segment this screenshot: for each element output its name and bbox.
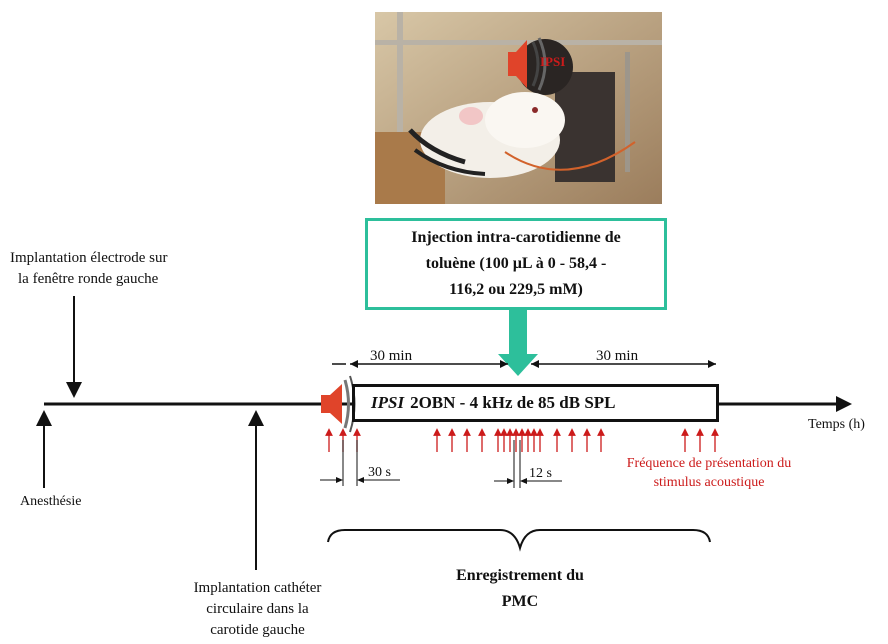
recording-label-line-2: PMC xyxy=(501,593,539,610)
injection-line-2: toluène (100 µL à 0 - 58,4 - xyxy=(425,255,607,272)
catheter-label-line-3: carotide gauche xyxy=(210,622,305,638)
stimulus-box: IPSI 2OBN - 4 kHz de 85 dB SPL xyxy=(352,384,719,422)
injection-box: Injection intra-carotidienne de toluène … xyxy=(365,218,667,310)
catheter-label-line-2: circulaire dans la xyxy=(206,601,309,617)
interval-a-label: 30 s xyxy=(368,465,391,480)
time-axis-label: Temps (h) xyxy=(808,417,865,432)
frequency-note-line-2: stimulus acoustique xyxy=(653,475,765,490)
catheter-label-line-1: Implantation cathéter xyxy=(193,580,322,596)
ipsi-tag: IPSI xyxy=(540,54,566,69)
injection-line-1: Injection intra-carotidienne de xyxy=(411,229,621,246)
recording-brace xyxy=(327,529,711,552)
interval-b-label: 12 s xyxy=(529,466,552,481)
frequency-note-line-1: Fréquence de présentation du xyxy=(626,456,792,471)
time-axis-arrowhead xyxy=(836,396,852,412)
duration-left-label: 30 min xyxy=(370,348,413,364)
electrode-label: Implantation électrode sur la fenêtre ro… xyxy=(0,248,240,290)
anesthesia-label: Anesthésie xyxy=(20,494,82,509)
speaker-icon xyxy=(321,375,356,433)
rat-experiment-photo: IPSI xyxy=(375,12,662,204)
electrode-label-line-1: Implantation électrode sur xyxy=(10,250,168,266)
injection-arrow-shaft xyxy=(509,310,527,354)
duration-right-label: 30 min xyxy=(596,348,639,364)
frequency-note: Fréquence de présentation du stimulus ac… xyxy=(594,454,824,492)
injection-line-3: 116,2 ou 229,5 mM) xyxy=(449,281,583,298)
recording-label-line-1: Enregistrement du xyxy=(456,567,584,584)
catheter-label: Implantation cathéter circulaire dans la… xyxy=(150,578,365,641)
stimulus-text: 2OBN - 4 kHz de 85 dB SPL xyxy=(410,393,616,412)
recording-label: Enregistrement du PMC xyxy=(420,563,620,615)
stimulus-ipsi: IPSI xyxy=(371,393,405,412)
stimulus-arrows xyxy=(325,428,719,452)
injection-arrow-head xyxy=(498,354,538,376)
electrode-label-line-2: la fenêtre ronde gauche xyxy=(18,271,159,287)
